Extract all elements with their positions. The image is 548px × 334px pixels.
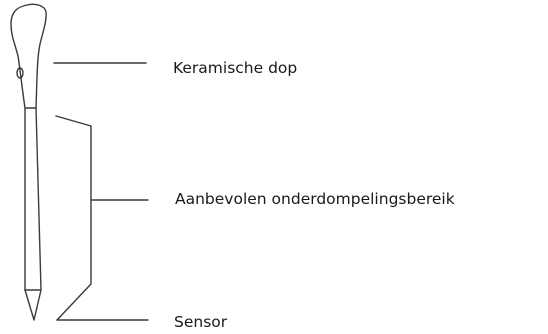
ceramic-cap-shape bbox=[10, 3, 47, 109]
cap-knob-shape bbox=[16, 67, 24, 79]
probe-shaft-shape bbox=[24, 107, 42, 321]
immersion-range-bracket bbox=[55, 115, 92, 321]
ceramic-cap-label: Keramische dop bbox=[173, 59, 298, 77]
sensor-label: Sensor bbox=[174, 313, 228, 331]
immersion-range-label: Aanbevolen onderdompelingsbereik bbox=[175, 190, 455, 208]
